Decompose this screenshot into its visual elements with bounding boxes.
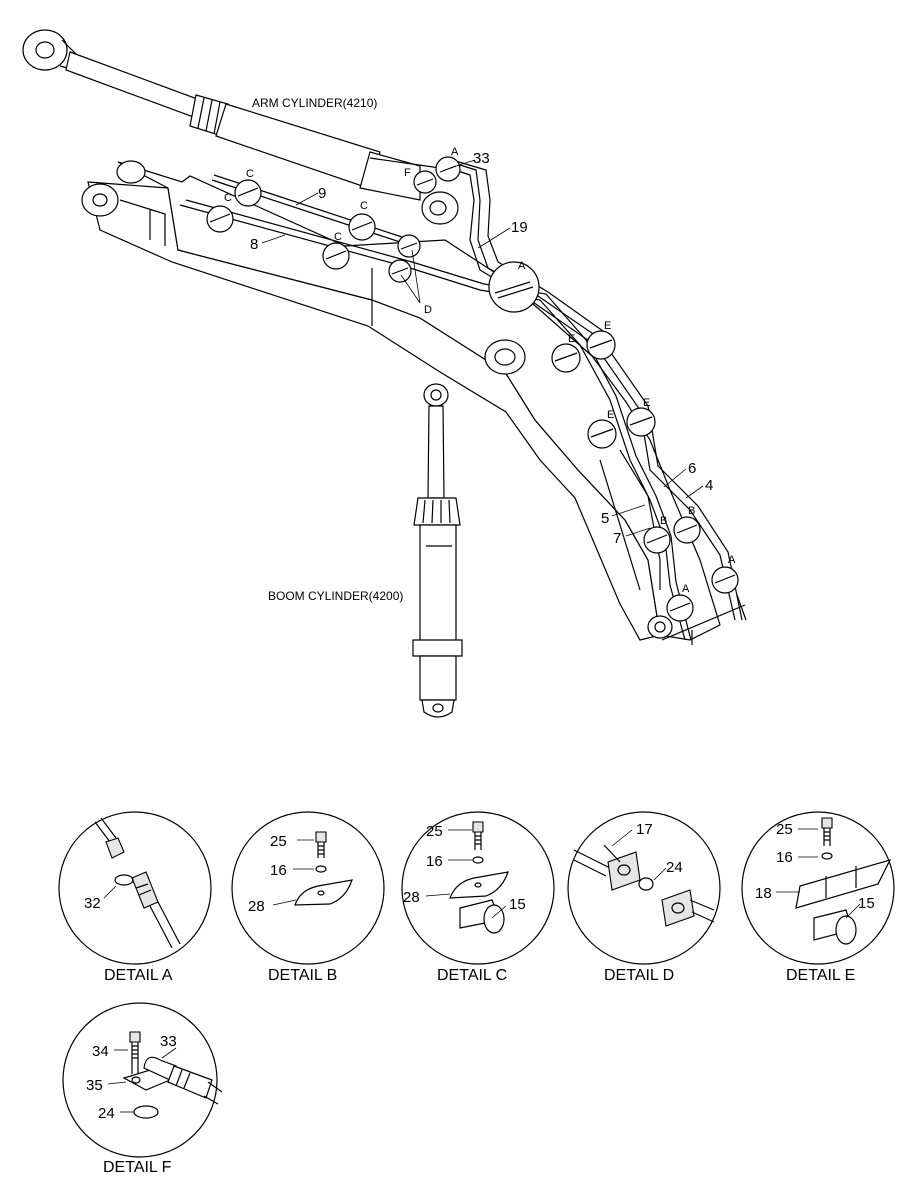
marker-letter-c3: C: [360, 200, 368, 212]
detail-e: 25 16 18 15 DETAIL E: [741, 811, 895, 984]
detail-c-callout-16: 16: [426, 853, 443, 870]
detail-f-caption: DETAIL F: [103, 1159, 172, 1176]
detail-f-callout-24: 24: [98, 1105, 115, 1122]
detail-b-caption: DETAIL B: [268, 967, 337, 984]
marker-letter-d: D: [424, 304, 432, 316]
marker-letter-c1: C: [246, 168, 254, 180]
detail-c-caption: DETAIL C: [437, 967, 507, 984]
detail-f: 34 33 35 24 DETAIL F: [62, 1002, 223, 1176]
detail-c-callout-15: 15: [509, 896, 526, 913]
detail-e-callout-18: 18: [755, 885, 772, 902]
arm-cylinder-label: ARM CYLINDER(4210): [252, 96, 377, 110]
detail-e-callout-16: 16: [776, 849, 793, 866]
marker-letter-a-mid: A: [518, 260, 526, 272]
clamp-markers: [206, 156, 747, 645]
detail-a-caption: DETAIL A: [104, 967, 173, 984]
detail-b-callout-28: 28: [248, 898, 265, 915]
detail-d: 17 24 DETAIL D: [567, 811, 721, 984]
marker-letter-f: F: [404, 167, 411, 179]
arm-cylinder: [22, 29, 441, 201]
detail-d-caption: DETAIL D: [604, 967, 674, 984]
detail-a: 32 DETAIL A: [58, 811, 212, 984]
detail-f-callout-33: 33: [160, 1033, 177, 1050]
detail-d-callout-24: 24: [666, 859, 683, 876]
marker-letter-c2: C: [224, 192, 232, 204]
callout-5: 5: [601, 510, 609, 527]
boom-cylinder-label: BOOM CYLINDER(4200): [268, 589, 403, 603]
boom-cylinder: [412, 383, 463, 718]
detail-b-callout-25: 25: [270, 833, 287, 850]
detail-f-callout-34: 34: [92, 1043, 109, 1060]
detail-e-caption: DETAIL E: [786, 967, 855, 984]
boom-body: [81, 160, 746, 641]
marker-letter-e2: E: [604, 320, 611, 332]
detail-e-callout-15: 15: [858, 895, 875, 912]
callout-4: 4: [705, 477, 713, 494]
marker-letter-e3: E: [607, 409, 614, 421]
callout-33: 33: [473, 150, 490, 167]
callout-7: 7: [613, 530, 621, 547]
detail-c-callout-28: 28: [403, 889, 420, 906]
detail-d-callout-17: 17: [636, 821, 653, 838]
detail-a-callout-32: 32: [84, 895, 101, 912]
marker-letter-b1: B: [660, 515, 667, 527]
detail-f-callout-35: 35: [86, 1077, 103, 1094]
detail-c: 25 16 28 15 DETAIL C: [401, 811, 555, 984]
marker-letter-b2: B: [688, 505, 695, 517]
marker-letter-a-low2: A: [728, 554, 736, 566]
callout-19: 19: [511, 219, 528, 236]
callout-9: 9: [318, 185, 326, 202]
marker-letter-a-low1: A: [682, 583, 690, 595]
detail-e-callout-25: 25: [776, 821, 793, 838]
marker-letter-e4: E: [643, 397, 650, 409]
callout-6: 6: [688, 460, 696, 477]
detail-c-callout-25: 25: [426, 823, 443, 840]
marker-letter-e1: E: [568, 333, 575, 345]
marker-letter-a-top: A: [451, 146, 459, 158]
callout-lines: [261, 159, 704, 537]
detail-b: 25 16 28 DETAIL B: [231, 811, 385, 984]
marker-letter-c4: C: [334, 231, 342, 243]
callout-8: 8: [250, 236, 258, 253]
detail-b-callout-16: 16: [270, 862, 287, 879]
